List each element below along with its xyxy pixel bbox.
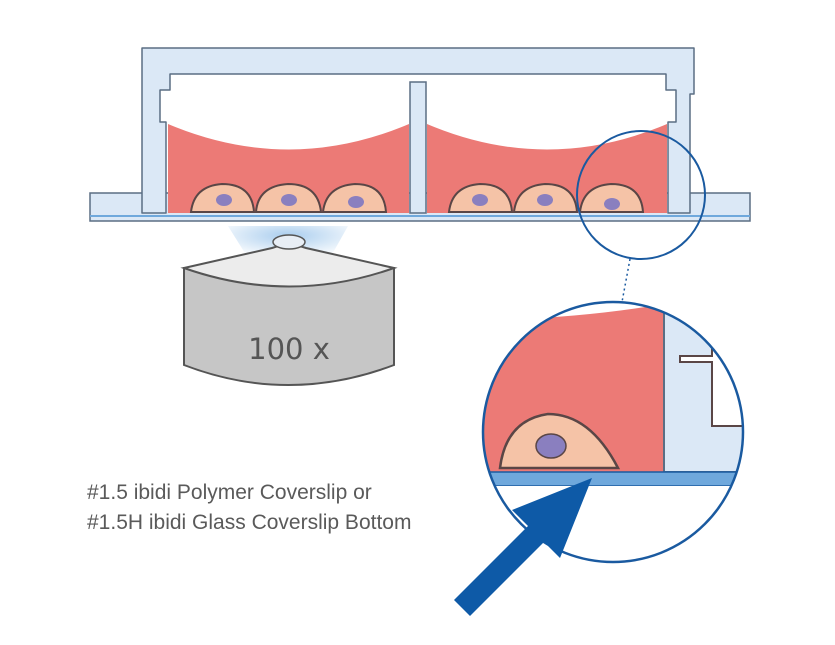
coverslip-caption: #1.5 ibidi Polymer Coverslip or #1.5H ib… [87, 478, 411, 538]
magnified-detail-outline [481, 300, 745, 564]
cell-nucleus [348, 196, 364, 208]
objective-magnification-label: 100 x [248, 332, 330, 366]
caption-line-1: #1.5 ibidi Polymer Coverslip or [87, 481, 372, 504]
cell-nucleus [216, 194, 232, 206]
detail-highlight-circle [576, 130, 706, 260]
magnified-coverslip [483, 471, 743, 487]
magnified-detail [481, 300, 745, 564]
objective-front-lens [272, 234, 306, 250]
objective-body [183, 267, 395, 386]
cells-left [189, 182, 388, 213]
cell [578, 182, 645, 213]
cell-nucleus [604, 198, 620, 210]
zoom-connector [621, 258, 631, 303]
cells-right [447, 182, 645, 213]
caption-line-2: #1.5H ibidi Glass Coverslip Bottom [87, 511, 412, 534]
cell-nucleus [537, 194, 553, 206]
cell-nucleus [281, 194, 297, 206]
slide-frame [141, 47, 695, 214]
magnified-cell-nucleus [535, 433, 567, 459]
objective-lens: 100 x [180, 234, 398, 386]
well-divider [409, 81, 427, 214]
pointer-arrow [454, 478, 592, 616]
cell-nucleus [472, 194, 488, 206]
